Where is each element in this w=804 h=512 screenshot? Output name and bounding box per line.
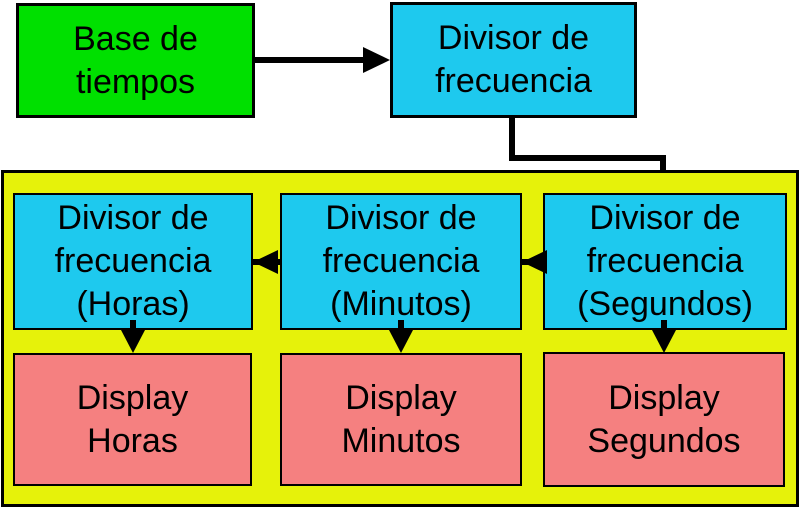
connector-divisor-to-segundos-vertical2 xyxy=(660,155,666,172)
node-divisor-horas: Divisor de frecuencia (Horas) xyxy=(13,193,253,330)
node-divisor-segundos: Divisor de frecuencia (Segundos) xyxy=(543,193,787,330)
arrow-base-to-divisor-line xyxy=(255,57,367,63)
node-base-de-tiempos: Base de tiempos xyxy=(16,3,255,118)
arrow-minutos-to-display-line xyxy=(398,320,404,336)
connector-divisor-to-segundos-horizontal xyxy=(509,155,666,161)
connector-divisor-to-segundos-vertical1 xyxy=(509,118,515,161)
node-divisor-de-frecuencia: Divisor de frecuencia xyxy=(390,2,637,118)
node-display-minutos: Display Minutos xyxy=(280,353,522,486)
node-divisor-horas-label: Divisor de frecuencia (Horas) xyxy=(54,199,212,323)
node-divisor-segundos-label: Divisor de frecuencia (Segundos) xyxy=(577,199,753,323)
arrow-segundos-to-display-head-icon xyxy=(652,330,676,353)
node-divisor-minutos-label: Divisor de frecuencia (Minutos) xyxy=(322,199,480,323)
arrow-segundos-to-display-line xyxy=(661,320,667,336)
node-display-minutos-label: Display Minutos xyxy=(341,378,461,460)
arrow-horas-to-display-line xyxy=(130,320,136,336)
node-display-horas-label: Display Horas xyxy=(76,378,189,460)
arrow-minutos-to-display-head-icon xyxy=(389,330,413,353)
node-display-segundos-label: Display Segundos xyxy=(587,378,741,460)
node-divisor-de-frecuencia-label: Divisor de frecuencia xyxy=(435,19,592,100)
node-display-horas: Display Horas xyxy=(13,353,252,486)
node-divisor-minutos: Divisor de frecuencia (Minutos) xyxy=(280,193,522,330)
arrow-base-to-divisor-head-icon xyxy=(363,47,390,73)
arrow-horas-to-display-head-icon xyxy=(121,330,145,353)
node-base-de-tiempos-label: Base de tiempos xyxy=(73,19,198,101)
arrow-segundos-to-minutos-head-icon xyxy=(522,250,547,274)
arrow-minutos-to-horas-head-icon xyxy=(253,250,278,274)
node-display-segundos: Display Segundos xyxy=(543,352,785,487)
